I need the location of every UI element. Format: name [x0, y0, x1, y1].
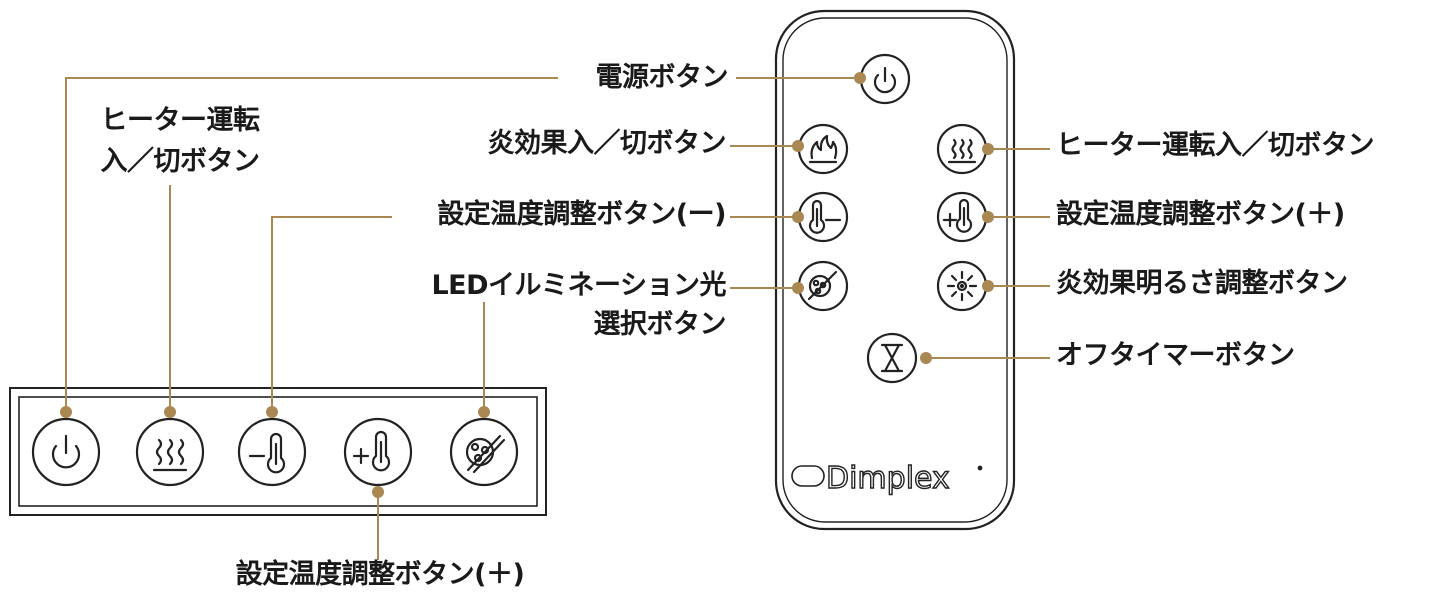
remote-flame-button[interactable]	[797, 123, 849, 175]
label-heater-panel-line1: ヒーター運転	[100, 105, 261, 136]
label-off-timer: オフタイマーボタン	[1056, 340, 1295, 371]
label-power: 電源ボタン	[595, 62, 729, 93]
label-flame-onoff: 炎効果入／切ボタン	[487, 128, 727, 159]
panel-dots	[60, 406, 490, 498]
label-temp-plus-remote: 設定温度調整ボタン(＋)	[1056, 199, 1345, 230]
label-heater-remote: ヒーター運転入／切ボタン	[1056, 130, 1375, 161]
brand-text: Dimplex	[826, 461, 950, 496]
label-temp-minus: 設定温度調整ボタン(ー)	[437, 199, 726, 230]
label-led-line2: 選択ボタン	[593, 309, 727, 340]
remote-brightness-button[interactable]	[936, 260, 988, 312]
remote-led-button[interactable]	[797, 260, 849, 312]
remote-temp-plus-button[interactable]	[936, 191, 988, 243]
remote-temp-minus-button[interactable]	[797, 191, 849, 243]
panel-temp-minus-button[interactable]	[237, 417, 307, 487]
leader-lines	[65, 77, 1050, 560]
panel-heater-button[interactable]	[135, 417, 205, 487]
label-heater-panel-line2: 入／切ボタン	[100, 146, 261, 177]
panel-power-button[interactable]	[31, 417, 101, 487]
dimplex-logo: Dimplex	[791, 460, 983, 497]
remote-timer-button[interactable]	[866, 332, 918, 384]
panel-temp-plus-button[interactable]	[343, 417, 413, 487]
panel-led-button[interactable]	[449, 417, 519, 487]
label-temp-plus-panel: 設定温度調整ボタン(＋)	[235, 559, 525, 590]
remote-heater-button[interactable]	[936, 123, 988, 175]
label-led-line1: LEDイルミネーション光	[431, 270, 726, 301]
remote-dots	[792, 72, 994, 364]
remote-power-button[interactable]	[859, 53, 911, 105]
label-flame-brightness: 炎効果明るさ調整ボタン	[1056, 268, 1348, 299]
